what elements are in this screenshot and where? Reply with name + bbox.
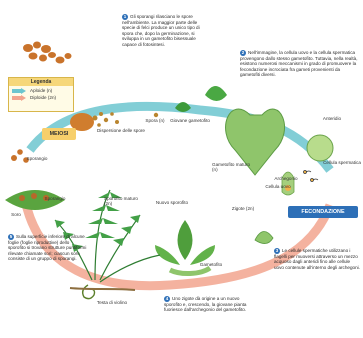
label-testa-di-violino: Testa di violino xyxy=(90,300,134,305)
step-1-text: Gli sporangi rilasciano le spore nell'am… xyxy=(122,14,200,46)
step-2-text: Nell'immagine, la cellula uovo e la cell… xyxy=(240,50,357,77)
step-4-text: Uno zigote dà origine a un nuovo sporofi… xyxy=(164,296,247,312)
label-cellula-uovo: Cellula uovo xyxy=(260,184,296,189)
legend-diploid: Diploide (2n) xyxy=(9,93,73,103)
label-sporofito-maturo: Sporofito maturo (2n) xyxy=(104,196,140,206)
meiosi-badge: MEIOSI xyxy=(42,128,76,140)
sporangia-cluster xyxy=(23,42,72,64)
zygote xyxy=(255,231,273,243)
label-sporangio-mid: Sporangio xyxy=(38,196,72,201)
antheridium xyxy=(307,135,333,161)
label-sporangio-top: Sporangio xyxy=(20,156,54,161)
label-cellula-spermatica: Cellula spermatica xyxy=(322,160,362,165)
label-archegonio: Archegonio xyxy=(268,176,304,181)
young-gametophyte-2 xyxy=(205,86,227,101)
label-spora: Spora (n) xyxy=(140,118,170,123)
label-zigote: Zigote (2n) xyxy=(228,206,258,211)
legend-diploid-label: Diploide (2n) xyxy=(30,93,56,103)
fecondazione-badge: FECONDAZIONE xyxy=(288,206,358,218)
step-3-text: Le cellule spermatiche utilizzano i flag… xyxy=(274,248,360,270)
label-nuovo-sporofito: Nuovo sporofito xyxy=(154,200,190,205)
step-5-text: Sulla superficie inferiore di alcune fog… xyxy=(8,234,86,261)
legend-title: Legenda xyxy=(9,78,73,86)
label-dispersione: Dispersione delle spore xyxy=(96,128,146,133)
fiddlehead xyxy=(83,285,95,299)
label-anteridio: Anteridio xyxy=(312,116,352,121)
label-gametofito-maturo: Gametofito maturo (n) xyxy=(212,162,252,172)
label-giovane-gametofito: Giovane gametofito xyxy=(168,118,212,123)
label-gametofito: Gametofito xyxy=(196,262,226,267)
legend: Legenda Aploide (n) Diploide (2n) xyxy=(8,77,74,112)
sperm-cells xyxy=(304,171,319,182)
label-soro: Soro xyxy=(6,212,26,217)
